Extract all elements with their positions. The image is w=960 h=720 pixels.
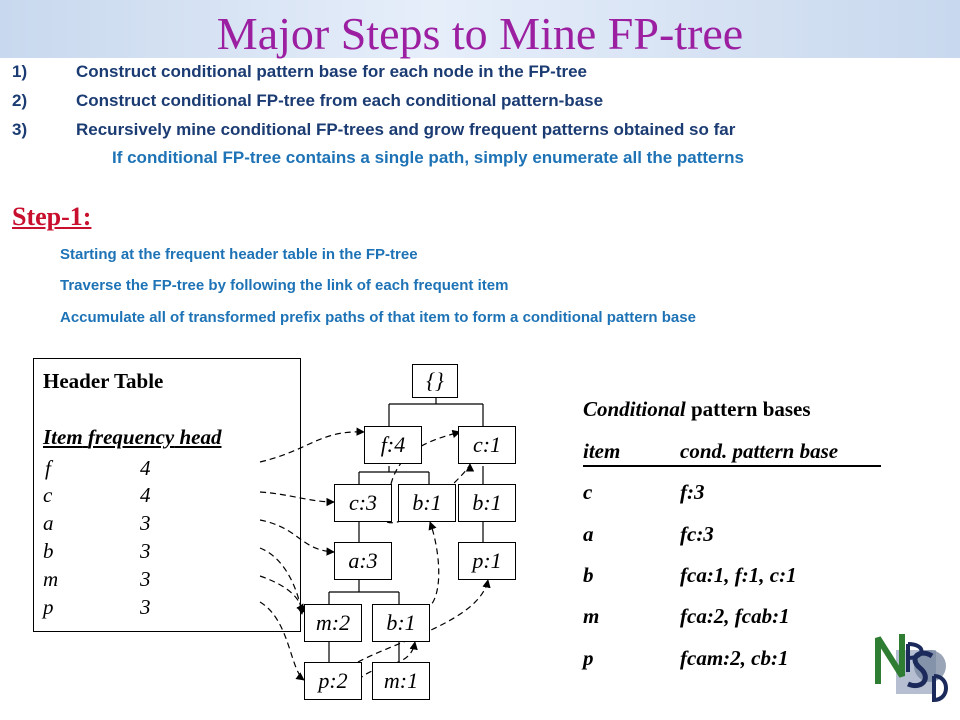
header-table: Header Table Item frequency head f 4 c 4… [33,358,301,632]
header-frequency: 4 [140,456,151,480]
cond-bases-title: Conditional pattern bases [583,397,811,422]
tree-node: f:4 [364,426,422,464]
column-item: Item [43,425,83,449]
tree-node: c:3 [334,484,392,522]
step-2-line: 2) Construct conditional FP-tree from eac… [12,91,603,111]
step-text: Recursively mine conditional FP-trees an… [76,120,736,139]
header-table-title: Header Table [43,369,164,393]
cond-bases-base: fc:3 [680,522,714,546]
cond-bases-col-item: item [583,439,621,463]
tree-node: m:1 [372,662,430,700]
step-1-line: 1) Construct conditional pattern base for… [12,62,587,82]
header-frequency: 3 [140,567,151,591]
tree-node: b:1 [372,604,430,642]
cond-bases-header: item cond. pattern base [583,437,881,467]
header-item: c [43,483,53,507]
slide-title: Major Steps to Mine FP-tree [216,8,744,59]
link-arrow [259,519,335,556]
column-frequency: frequency [87,425,175,449]
header-frequency: 4 [140,483,151,507]
cond-bases-item: b [583,563,594,587]
step1-line: Traverse the FP-tree by following the li… [60,277,509,294]
link-arrow [386,463,475,524]
cond-bases-col-base: cond. pattern base [680,439,839,463]
link-arrow [259,427,365,463]
link-arrow [259,491,335,507]
cond-bases-title-rest: pattern bases [685,397,811,421]
link-arrow [259,575,305,613]
cond-bases-base: f:3 [680,480,705,504]
cond-bases-item: c [583,480,593,504]
link-arrow [259,547,306,615]
header-item: p [43,595,54,619]
logo-icon [875,634,948,703]
link-arrow [357,579,491,663]
link-arrow [259,601,305,681]
tree-node: p:1 [458,542,516,580]
tree-node: b:1 [398,484,456,522]
header-item: m [43,567,59,591]
step-number: 1) [12,62,28,81]
tree-node: p:2 [304,662,362,700]
link-arrow [357,641,418,681]
step1-heading: Step-1: [12,202,92,231]
step1-line: Accumulate all of transformed prefix pat… [60,309,696,326]
step-text: Construct conditional pattern base for e… [76,62,588,81]
tree-node: c:1 [458,426,516,464]
cond-bases-item: m [583,604,600,628]
tree-node-root: {} [412,364,458,398]
tree-node: b:1 [458,484,516,522]
cond-bases-item: p [583,646,594,670]
tree-node: a:3 [334,542,392,580]
header-table-columns: Item frequency head [43,425,221,450]
link-arrow [424,521,440,611]
header-item: f [45,456,51,480]
node-links [259,427,491,681]
cond-bases-base: fca:2, fcab:1 [680,604,790,628]
step1-line: Starting at the frequent header table in… [60,246,418,263]
tree-edges [328,386,484,662]
column-head: head [179,425,222,449]
header-frequency: 3 [140,511,151,535]
step-3-line: 3) Recursively mine conditional FP-trees … [12,120,735,140]
header-item: a [43,511,54,535]
step-number: 3) [12,120,28,139]
step-number: 2) [12,91,28,110]
single-path-note: If conditional FP-tree contains a single… [112,148,744,167]
cond-bases-base: fca:1, f:1, c:1 [680,563,797,587]
cond-bases-item: a [583,522,594,546]
cond-bases-title-italic: Conditional [583,397,686,421]
header-frequency: 3 [140,595,151,619]
tree-node: m:2 [304,604,362,642]
step-text: Construct conditional FP-tree from each … [76,91,604,110]
cond-bases-base: fcam:2, cb:1 [680,646,789,670]
title-bar [0,0,960,58]
header-frequency: 3 [140,539,151,563]
header-item: b [43,539,54,563]
